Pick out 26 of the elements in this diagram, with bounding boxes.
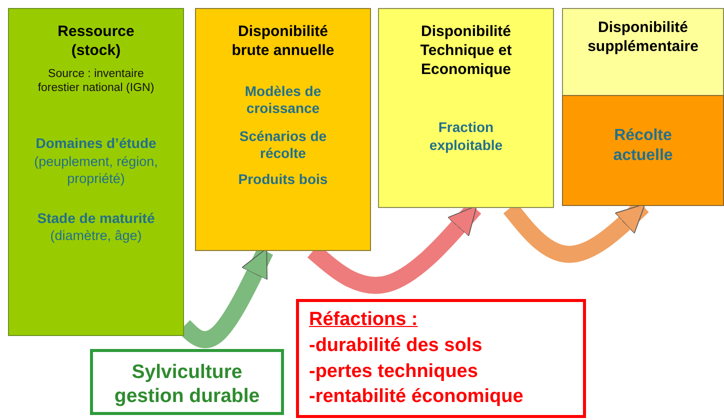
heading-text: Disponibilité supplémentaire: [586, 19, 700, 56]
technical-availability-box: [378, 8, 554, 208]
deductions-box: [296, 299, 586, 418]
heading-text: Récolte actuelle: [612, 126, 674, 166]
body-text: -pertes techniques: [309, 360, 478, 384]
silviculture-box: [90, 349, 284, 415]
body-text: Produits bois: [238, 170, 328, 188]
heading-text: Ressource (stock): [56, 23, 136, 60]
additional-availability-box: [562, 8, 724, 206]
current-harvest-box: [562, 95, 724, 206]
body-text: Fraction exploitable: [428, 119, 504, 154]
gross-availability-box: [195, 8, 371, 251]
body-text: -rentabilité économique: [309, 385, 524, 409]
body-text: (diamètre, âge): [50, 228, 142, 245]
body-text: Scénarios de récolte: [238, 128, 328, 162]
body-text: Stade de maturité: [37, 210, 155, 227]
heading-text: Réfactions :: [309, 308, 418, 332]
body-text: (peuplement, région, propriété): [33, 154, 159, 188]
heading-text: Disponibilité Technique et Economique: [419, 23, 513, 80]
heading-text: Disponibilité brute annuelle: [230, 23, 336, 60]
body-text: Modèles de croissance: [244, 82, 322, 118]
resource-box: [8, 8, 184, 336]
body-text: Source : inventaire forestier national (IGN): [36, 66, 156, 96]
body-text: Domaines d’étude: [36, 135, 156, 153]
body-text: -durabilité des sols: [309, 334, 482, 358]
heading-text: Sylviculture gestion durable: [113, 360, 261, 409]
